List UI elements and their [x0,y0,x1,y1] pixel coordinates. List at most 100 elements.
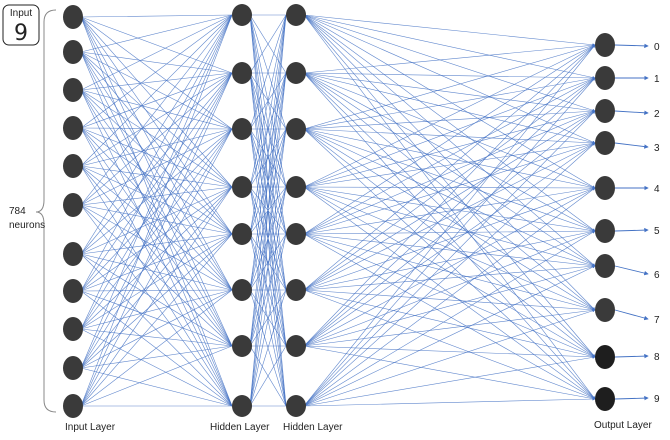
connection-hidden1-4-to-hidden2-0 [249,14,287,235]
input-neuron-3 [63,116,83,140]
connection-input-8-to-hidden1-6 [80,328,233,347]
output-arrow-3 [614,142,649,149]
input-neuron-4 [63,154,83,178]
connection-input-9-to-hidden1-7 [80,367,233,407]
connection-hidden1-7-to-hidden2-6 [249,345,287,407]
connection-input-5-to-hidden1-7 [80,204,233,407]
connection-input-5-to-hidden1-2 [80,128,233,206]
connection-input-10-to-hidden1-0 [80,14,233,407]
connection-hidden2-2-to-output-9 [303,128,596,400]
neurons [63,4,615,418]
connection-hidden2-6-to-output-4 [303,187,596,347]
connection-input-7-to-hidden1-4 [80,233,233,292]
connection-hidden1-5-to-hidden2-0 [249,14,287,291]
output-neuron-5 [595,219,615,243]
hidden1-neuron-0 [232,4,252,26]
hidden1-neuron-7 [232,395,252,417]
connection-input-1-to-hidden1-1 [80,51,233,74]
connection-input-4-to-hidden1-0 [80,14,233,167]
connection-hidden2-2-to-output-4 [303,128,596,189]
connection-hidden2-3-to-output-9 [303,186,596,400]
output-label-3: 3 [654,143,660,154]
connection-input-8-to-hidden1-1 [80,72,233,330]
connection-input-6-to-hidden1-1 [80,72,233,255]
connection-hidden2-5-to-output-0 [303,44,596,291]
connection-hidden2-7-to-output-3 [303,142,596,407]
connection-input-5-to-hidden1-5 [80,204,233,291]
connection-hidden2-1-to-output-7 [303,72,596,311]
connection-hidden2-5-to-output-7 [303,289,596,312]
hidden1-neuron-5 [232,279,252,301]
connection-input-0-to-hidden1-2 [80,16,233,130]
connection-hidden1-7-to-hidden2-3 [249,186,287,407]
connection-hidden1-2-to-hidden2-0 [249,14,287,130]
input-neuron-0 [63,5,83,29]
output-neuron-8 [595,345,615,369]
connection-hidden2-7-to-output-8 [303,355,596,407]
connection-input-9-to-hidden1-5 [80,289,233,369]
connection-input-8-to-hidden1-7 [80,328,233,407]
connection-input-1-to-hidden1-5 [80,51,233,291]
connection-hidden2-3-to-output-6 [303,186,596,267]
connection-hidden2-0-to-output-5 [303,14,596,232]
output-arrow-9 [614,395,649,401]
connection-hidden2-6-to-output-9 [303,345,596,401]
connection-input-4-to-hidden1-2 [80,128,233,167]
output-arrow-6 [614,265,649,276]
connection-hidden2-3-to-output-1 [303,77,596,188]
output-neuron-7 [595,298,615,322]
connection-hidden2-6-to-output-5 [303,230,596,347]
connection-input-10-to-hidden1-4 [80,233,233,407]
connection-input-9-to-hidden1-6 [80,345,233,369]
connection-hidden1-3-to-hidden2-0 [249,14,287,188]
input-neuron-1 [63,40,83,64]
connection-hidden2-1-to-output-4 [303,72,596,189]
connection-hidden1-6-to-hidden2-5 [249,289,287,347]
connection-hidden2-1-to-output-1 [303,72,596,80]
input-layer-label: Input Layer [65,422,116,433]
connection-hidden2-5-to-output-5 [303,230,596,291]
hidden2-neuron-7 [286,395,306,417]
hidden2-neuron-5 [286,279,306,301]
connection-input-2-to-hidden1-3 [80,89,233,188]
output-neuron-6 [595,254,615,278]
connection-hidden2-2-to-output-7 [303,128,596,311]
connection-hidden2-4-to-output-1 [303,77,596,235]
connection-input-9-to-hidden1-3 [80,186,233,369]
connection-input-7-to-hidden1-1 [80,72,233,292]
connection-hidden2-4-to-output-2 [303,110,596,235]
connection-input-6-to-hidden1-4 [80,233,233,255]
output-label-8: 8 [654,352,660,363]
connection-lines [80,14,596,407]
connection-input-8-to-hidden1-0 [80,14,233,330]
hidden1-neuron-4 [232,223,252,245]
connection-hidden2-6-to-output-2 [303,110,596,347]
connection-input-5-to-hidden1-3 [80,186,233,206]
connection-input-6-to-hidden1-7 [80,253,233,407]
connection-hidden2-2-to-output-0 [303,44,596,130]
connection-input-9-to-hidden1-4 [80,233,233,369]
output-label-2: 2 [654,109,660,120]
output-arrow-0 [614,43,649,49]
connection-hidden2-5-to-output-3 [303,142,596,291]
hidden1-neuron-2 [232,118,252,140]
connection-input-9-to-hidden1-1 [80,72,233,369]
connection-hidden2-5-to-output-6 [303,264,596,291]
connection-hidden2-4-to-output-7 [303,233,596,311]
connection-hidden1-7-to-hidden2-4 [249,233,287,407]
hidden2-neuron-1 [286,62,306,84]
connection-input-2-to-hidden1-4 [80,89,233,235]
connection-input-6-to-hidden1-0 [80,14,233,255]
connection-hidden2-0-to-output-1 [303,14,596,79]
connection-input-8-to-hidden1-2 [80,128,233,330]
output-label-7: 7 [654,315,660,326]
connection-hidden2-3-to-output-5 [303,186,596,233]
connection-hidden2-4-to-output-3 [303,142,596,235]
connection-hidden2-6-to-output-8 [303,345,596,359]
connection-input-5-to-hidden1-4 [80,204,233,235]
hidden-layer-2-label: Hidden Layer [283,422,343,433]
input-box-digit: 9 [14,21,28,46]
connection-input-10-to-hidden1-5 [80,289,233,407]
connection-hidden1-7-to-hidden2-1 [249,72,287,407]
